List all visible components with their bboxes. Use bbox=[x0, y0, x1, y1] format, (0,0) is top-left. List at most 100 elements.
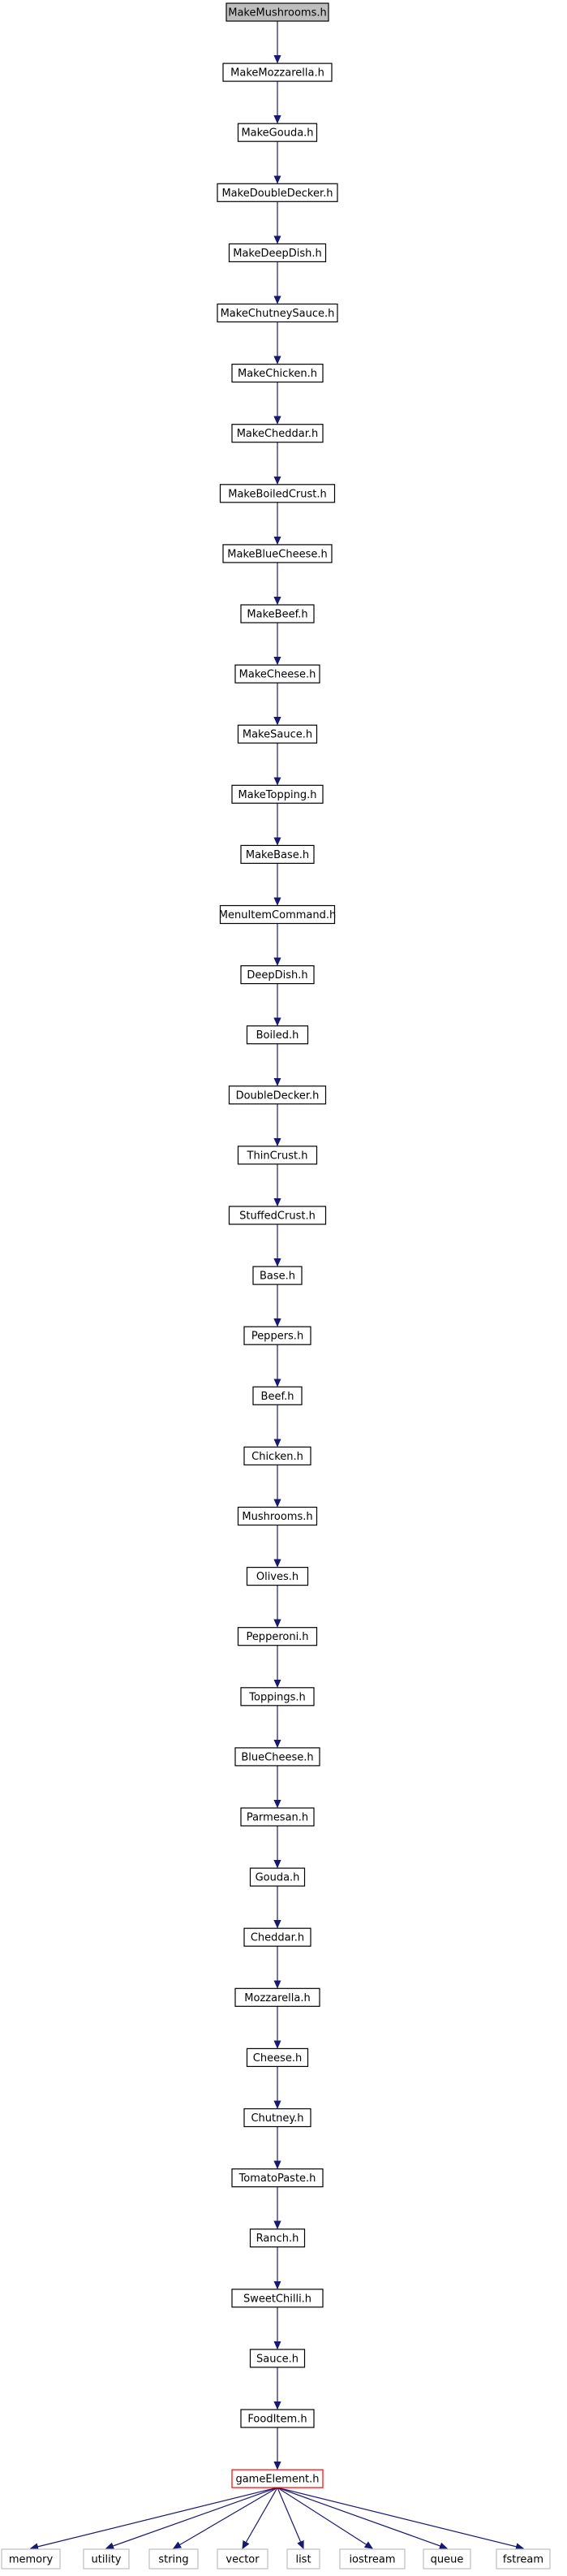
node-makechutneysauce-h[interactable]: MakeChutneySauce.h bbox=[217, 303, 338, 323]
node-label: MakeDoubleDecker.h bbox=[221, 188, 333, 200]
node-makecheddar-h[interactable]: MakeCheddar.h bbox=[231, 424, 324, 443]
node-box bbox=[240, 1807, 315, 1827]
node-tomatopaste-h[interactable]: TomatoPaste.h bbox=[231, 2168, 324, 2188]
node-mozzarella-h[interactable]: Mozzarella.h bbox=[234, 1987, 320, 2007]
node-box bbox=[228, 1085, 327, 1105]
node-peppers-h[interactable]: Peppers.h bbox=[243, 1326, 311, 1345]
node-thincrust-h[interactable]: ThinCrust.h bbox=[237, 1146, 318, 1165]
node-toppings-h[interactable]: Toppings.h bbox=[240, 1687, 315, 1707]
node-cheese-h[interactable]: Cheese.h bbox=[246, 2047, 309, 2067]
node-base-h[interactable]: Base.h bbox=[252, 1266, 303, 1285]
node-box bbox=[219, 484, 336, 503]
node-box bbox=[240, 2409, 315, 2428]
node-fstream: fstream bbox=[496, 2548, 551, 2570]
node-box bbox=[423, 2548, 471, 2570]
node-maketopping-h[interactable]: MakeTopping.h bbox=[231, 784, 324, 804]
node-label: MakeBoiledCrust.h bbox=[228, 488, 327, 500]
node-label: fstream bbox=[503, 2554, 543, 2566]
node-box bbox=[240, 844, 315, 865]
node-box bbox=[246, 1566, 309, 1586]
node-makemozzarella-h[interactable]: MakeMozzarella.h bbox=[222, 63, 333, 82]
node-iostream: iostream bbox=[339, 2548, 406, 2570]
node-label: MakeChicken.h bbox=[238, 368, 317, 380]
node-label: gameElement.h bbox=[235, 2474, 319, 2486]
edge-gameelement-h-to-vector bbox=[243, 2487, 278, 2548]
node-boiled-h[interactable]: Boiled.h bbox=[246, 1025, 309, 1045]
node-fooditem-h[interactable]: FoodItem.h bbox=[240, 2409, 315, 2428]
node-label: Cheese.h bbox=[253, 2052, 302, 2065]
node-box bbox=[243, 1446, 311, 1466]
node-label: Mushrooms.h bbox=[242, 1511, 312, 1523]
node-box bbox=[228, 1206, 327, 1225]
node-box bbox=[83, 2548, 130, 2570]
node-makemushrooms-h[interactable]: MakeMushrooms.h bbox=[226, 2, 329, 22]
node-box bbox=[226, 2, 329, 22]
node-makebluecheese-h[interactable]: MakeBlueCheese.h bbox=[222, 544, 333, 563]
node-vector: vector bbox=[217, 2548, 268, 2570]
edge-gameelement-h-to-fstream bbox=[277, 2487, 523, 2548]
node-box bbox=[237, 1627, 318, 1646]
node-label: Boiled.h bbox=[256, 1029, 299, 1042]
node-box bbox=[286, 2548, 320, 2570]
node-box bbox=[217, 183, 338, 202]
dependency-edges bbox=[31, 21, 523, 2548]
node-label: Base.h bbox=[260, 1271, 295, 1283]
node-label: Ranch.h bbox=[256, 2233, 299, 2245]
node-makesauce-h[interactable]: MakeSauce.h bbox=[237, 724, 318, 744]
node-chicken-h[interactable]: Chicken.h bbox=[243, 1446, 311, 1466]
node-menuitemcommand-h[interactable]: MenuItemCommand.h bbox=[219, 904, 336, 925]
node-label: iostream bbox=[349, 2554, 395, 2566]
node-makecheese-h[interactable]: MakeCheese.h bbox=[234, 664, 320, 684]
node-sweetchilli-h[interactable]: SweetChilli.h bbox=[231, 2289, 324, 2308]
node-box bbox=[243, 1326, 311, 1345]
node-box bbox=[222, 63, 333, 82]
node-box bbox=[217, 303, 338, 323]
node-doubledecker-h[interactable]: DoubleDecker.h bbox=[228, 1085, 327, 1105]
node-mushrooms-h[interactable]: Mushrooms.h bbox=[237, 1506, 318, 1526]
dependency-nodes: MakeMushrooms.hMakeMozzarella.hMakeGouda… bbox=[1, 2, 551, 2570]
node-cheddar-h[interactable]: Cheddar.h bbox=[243, 1927, 311, 1947]
node-label: Chicken.h bbox=[251, 1451, 303, 1463]
node-label: DoubleDecker.h bbox=[236, 1090, 320, 1102]
node-label: memory bbox=[9, 2554, 54, 2566]
node-stuffedcrust-h[interactable]: StuffedCrust.h bbox=[228, 1206, 327, 1225]
node-parmesan-h[interactable]: Parmesan.h bbox=[240, 1807, 315, 1827]
node-deepdish-h[interactable]: DeepDish.h bbox=[240, 964, 315, 985]
node-makedoubledecker-h[interactable]: MakeDoubleDecker.h bbox=[217, 183, 338, 202]
node-label: Mozzarella.h bbox=[244, 1992, 310, 2004]
node-label: string bbox=[158, 2554, 188, 2566]
node-box bbox=[249, 1867, 306, 1887]
node-queue: queue bbox=[423, 2548, 471, 2570]
node-beef-h[interactable]: Beef.h bbox=[252, 1386, 303, 1405]
node-box bbox=[231, 364, 324, 383]
node-box bbox=[231, 2168, 324, 2188]
node-makebase-h[interactable]: MakeBase.h bbox=[240, 844, 315, 865]
node-olives-h[interactable]: Olives.h bbox=[246, 1566, 309, 1586]
node-gameelement-h[interactable]: gameElement.h bbox=[231, 2469, 324, 2488]
edge-gameelement-h-to-list bbox=[277, 2487, 303, 2548]
node-pepperoni-h[interactable]: Pepperoni.h bbox=[237, 1627, 318, 1646]
node-sauce-h[interactable]: Sauce.h bbox=[249, 2349, 306, 2368]
node-box bbox=[243, 1927, 311, 1947]
node-box bbox=[234, 1987, 320, 2007]
node-label: Cheddar.h bbox=[251, 1932, 304, 1944]
node-chutney-h[interactable]: Chutney.h bbox=[243, 2108, 311, 2128]
node-makegouda-h[interactable]: MakeGouda.h bbox=[237, 123, 318, 142]
node-ranch-h[interactable]: Ranch.h bbox=[249, 2229, 306, 2248]
node-label: FoodItem.h bbox=[247, 2414, 307, 2426]
edge-gameelement-h-to-queue bbox=[277, 2487, 447, 2548]
node-label: TomatoPaste.h bbox=[238, 2173, 316, 2185]
node-box bbox=[231, 2289, 324, 2308]
node-label: list bbox=[295, 2554, 311, 2566]
node-label: utility bbox=[92, 2554, 122, 2566]
node-makedeepdish-h[interactable]: MakeDeepDish.h bbox=[228, 243, 327, 262]
node-box bbox=[237, 724, 318, 744]
node-label: MakeMozzarella.h bbox=[230, 67, 324, 80]
node-gouda-h[interactable]: Gouda.h bbox=[249, 1867, 306, 1887]
node-label: Sauce.h bbox=[256, 2353, 299, 2365]
node-makebeef-h[interactable]: MakeBeef.h bbox=[240, 604, 315, 624]
node-box bbox=[339, 2548, 406, 2570]
node-makechicken-h[interactable]: MakeChicken.h bbox=[231, 364, 324, 383]
node-makeboiledcrust-h[interactable]: MakeBoiledCrust.h bbox=[219, 484, 336, 503]
node-bluecheese-h[interactable]: BlueCheese.h bbox=[234, 1747, 320, 1767]
